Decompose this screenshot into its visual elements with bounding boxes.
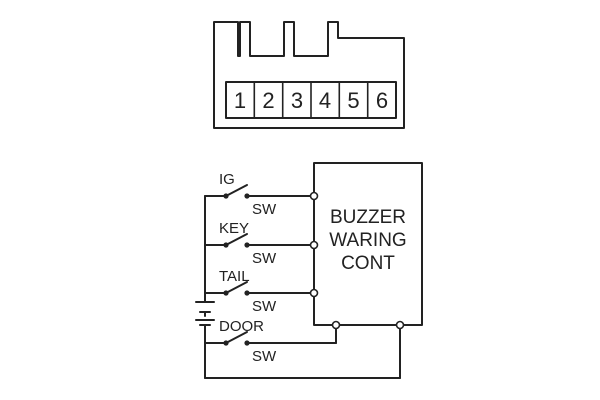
door-switch-label: DOOR <box>219 318 264 335</box>
door-switch-contact <box>225 331 248 344</box>
switch-labels: IG SW KEY SW TAIL SW DOOR SW <box>219 171 277 365</box>
door-switch-sw-label: SW <box>252 348 277 365</box>
buzzer-module: BUZZER WARING CONT <box>313 162 423 326</box>
contact-dot <box>244 290 250 296</box>
module-label-line: CONT <box>341 253 395 274</box>
module-label-line: BUZZER <box>330 207 406 228</box>
contact-dot <box>223 193 229 199</box>
wiring <box>195 184 405 379</box>
contact-dot <box>244 242 250 248</box>
ig-switch-label: IG <box>219 171 235 188</box>
tail-switch-contact <box>225 281 248 294</box>
ig-switch-contact <box>225 184 248 197</box>
contact-dot <box>223 340 229 346</box>
contact-dot <box>244 340 250 346</box>
connector-housing <box>213 21 405 129</box>
module-label-line: WARING <box>329 230 406 251</box>
ig-switch-sw-label: SW <box>252 201 277 218</box>
pin-label: 2 <box>262 88 274 113</box>
terminal <box>309 288 319 298</box>
pin-label: 1 <box>234 88 246 113</box>
terminal <box>395 320 405 330</box>
key-switch-contact <box>225 233 248 246</box>
pin-label: 4 <box>319 88 331 113</box>
pin-label: 6 <box>376 88 388 113</box>
contact-dot <box>223 290 229 296</box>
battery-symbol <box>195 301 215 326</box>
tail-switch-label: TAIL <box>219 268 250 285</box>
key-switch-sw-label: SW <box>252 250 277 267</box>
pin-label: 3 <box>291 88 303 113</box>
tail-switch-sw-label: SW <box>252 298 277 315</box>
terminal <box>331 320 341 330</box>
terminal <box>309 240 319 250</box>
connector: 1 2 3 4 5 6 <box>213 21 405 129</box>
contact-dot <box>223 242 229 248</box>
key-switch-label: KEY <box>219 220 249 237</box>
terminal <box>309 191 319 201</box>
contact-dot <box>244 193 250 199</box>
pin-label: 5 <box>347 88 359 113</box>
